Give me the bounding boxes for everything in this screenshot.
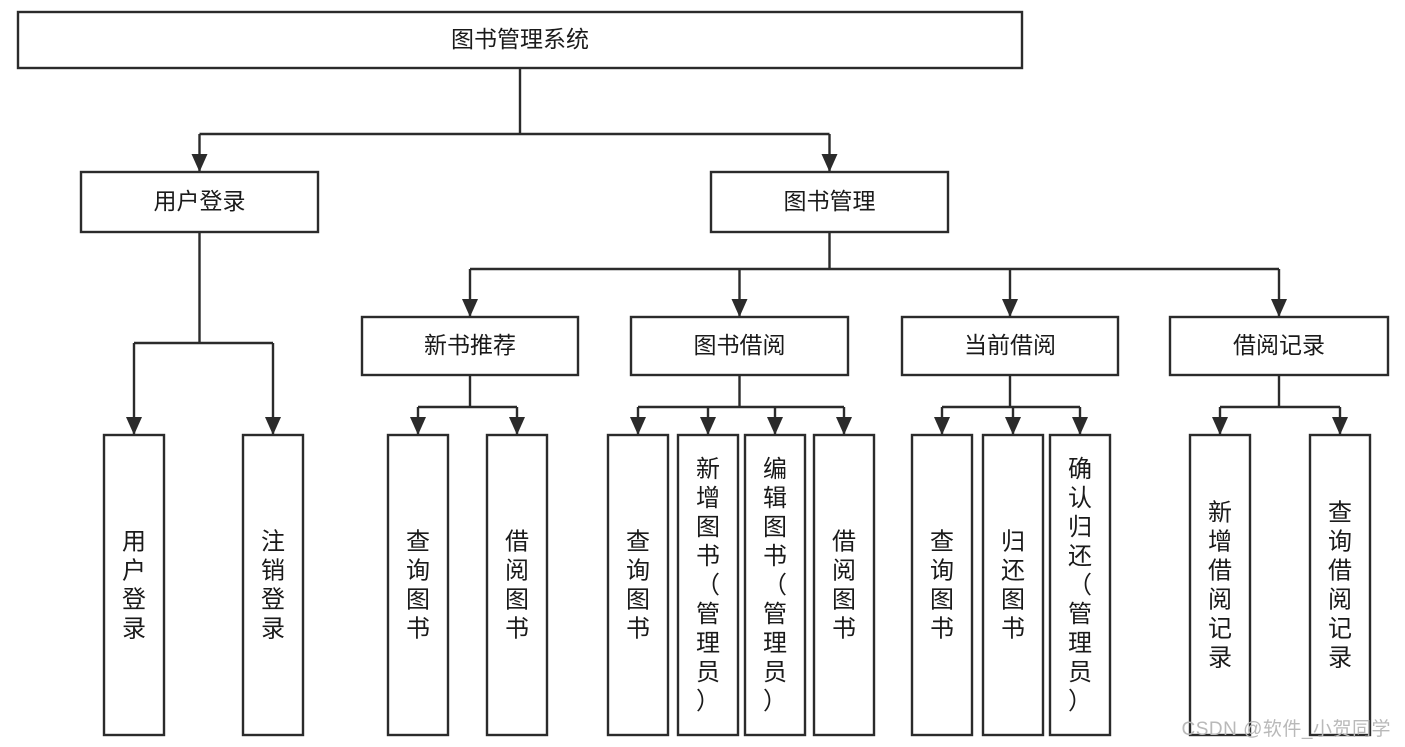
node-box-root xyxy=(16,10,1024,70)
node-label-leaf-borrow-book-rec: 借阅图书 xyxy=(505,529,529,643)
node-box-current-borrow xyxy=(900,315,1120,377)
node-label-leaf-add-record: 新增借阅记录 xyxy=(1208,500,1232,672)
nodes-layer: 图书管理系统用户登录图书管理新书推荐图书借阅当前借阅借阅记录用户登录注销登录查询… xyxy=(16,10,1390,737)
node-label-leaf-user-logout: 注销登录 xyxy=(261,529,285,643)
arrow-head-icon xyxy=(509,417,525,435)
node-label-book-manage: 图书管理 xyxy=(784,188,876,214)
node-root[interactable]: 图书管理系统 xyxy=(16,10,1024,70)
node-label-current-borrow: 当前借阅 xyxy=(964,332,1056,358)
node-leaf-query-record[interactable]: 查询借阅记录 xyxy=(1308,433,1372,737)
arrow-head-icon xyxy=(821,154,838,172)
node-box-user-login xyxy=(79,170,320,234)
node-label-new-book-rec: 新书推荐 xyxy=(424,332,516,358)
node-label-leaf-query-book-rec: 查询图书 xyxy=(406,529,430,643)
node-leaf-query-book-rec[interactable]: 查询图书 xyxy=(386,433,450,737)
node-box-leaf-query-book-borrow xyxy=(606,433,670,737)
node-label-leaf-add-book: 新增图书（管理员） xyxy=(696,456,720,715)
node-current-borrow[interactable]: 当前借阅 xyxy=(900,315,1120,377)
node-label-leaf-confirm-return: 确认归还（管理员） xyxy=(1068,456,1092,715)
node-label-leaf-query-book-borrow: 查询图书 xyxy=(626,529,650,643)
arrow-head-icon xyxy=(1212,417,1228,435)
node-leaf-borrow-book[interactable]: 借阅图书 xyxy=(812,433,876,737)
node-box-book-manage xyxy=(709,170,950,234)
node-leaf-return-book[interactable]: 归还图书 xyxy=(981,433,1045,737)
node-new-book-rec[interactable]: 新书推荐 xyxy=(360,315,580,377)
arrow-head-icon xyxy=(1332,417,1348,435)
node-box-book-borrow xyxy=(629,315,850,377)
node-label-leaf-edit-book: 编辑图书（管理员） xyxy=(763,456,787,715)
arrow-head-icon xyxy=(265,417,281,435)
node-label-user-login: 用户登录 xyxy=(154,188,246,214)
node-box-leaf-return-book xyxy=(981,433,1045,737)
node-box-borrow-record xyxy=(1168,315,1390,377)
node-leaf-edit-book[interactable]: 编辑图书（管理员） xyxy=(743,433,807,737)
node-label-leaf-query-record: 查询借阅记录 xyxy=(1328,500,1352,672)
arrow-head-icon xyxy=(1072,417,1088,435)
node-borrow-record[interactable]: 借阅记录 xyxy=(1168,315,1390,377)
node-box-leaf-add-record xyxy=(1188,433,1252,737)
node-box-leaf-borrow-book xyxy=(812,433,876,737)
node-book-manage[interactable]: 图书管理 xyxy=(709,170,950,234)
connectors-layer xyxy=(126,68,1348,435)
arrow-head-icon xyxy=(1005,417,1021,435)
arrow-head-icon xyxy=(700,417,716,435)
node-leaf-add-record[interactable]: 新增借阅记录 xyxy=(1188,433,1252,737)
node-leaf-query-book-cur[interactable]: 查询图书 xyxy=(910,433,974,737)
arrow-head-icon xyxy=(836,417,852,435)
node-box-leaf-confirm-return xyxy=(1048,433,1112,737)
arrow-head-icon xyxy=(462,299,478,317)
node-leaf-borrow-book-rec[interactable]: 借阅图书 xyxy=(485,433,549,737)
arrow-head-icon xyxy=(934,417,950,435)
node-label-root: 图书管理系统 xyxy=(451,26,589,52)
node-leaf-query-book-borrow[interactable]: 查询图书 xyxy=(606,433,670,737)
node-box-leaf-add-book xyxy=(676,433,740,737)
node-box-leaf-user-login xyxy=(102,433,166,737)
node-box-leaf-query-book-rec xyxy=(386,433,450,737)
node-label-leaf-user-login: 用户登录 xyxy=(122,529,146,643)
node-box-new-book-rec xyxy=(360,315,580,377)
node-box-leaf-query-book-cur xyxy=(910,433,974,737)
node-book-borrow[interactable]: 图书借阅 xyxy=(629,315,850,377)
node-box-leaf-query-record xyxy=(1308,433,1372,737)
node-leaf-user-login[interactable]: 用户登录 xyxy=(102,433,166,737)
node-leaf-confirm-return[interactable]: 确认归还（管理员） xyxy=(1048,433,1112,737)
node-label-borrow-record: 借阅记录 xyxy=(1233,332,1325,358)
node-label-leaf-return-book: 归还图书 xyxy=(1001,529,1025,643)
arrow-head-icon xyxy=(410,417,426,435)
node-label-book-borrow: 图书借阅 xyxy=(694,332,786,358)
arrow-head-icon xyxy=(767,417,783,435)
node-box-leaf-edit-book xyxy=(743,433,807,737)
node-box-leaf-user-logout xyxy=(241,433,305,737)
node-label-leaf-query-book-cur: 查询图书 xyxy=(930,529,954,643)
arrow-head-icon xyxy=(731,299,748,317)
arrow-head-icon xyxy=(126,417,142,435)
arrow-head-icon xyxy=(630,417,646,435)
arrow-head-icon xyxy=(191,154,208,172)
node-box-leaf-borrow-book-rec xyxy=(485,433,549,737)
node-leaf-user-logout[interactable]: 注销登录 xyxy=(241,433,305,737)
arrow-head-icon xyxy=(1271,299,1287,317)
node-leaf-add-book[interactable]: 新增图书（管理员） xyxy=(676,433,740,737)
arrow-head-icon xyxy=(1002,299,1018,317)
node-label-leaf-borrow-book: 借阅图书 xyxy=(832,529,856,643)
node-user-login[interactable]: 用户登录 xyxy=(79,170,320,234)
